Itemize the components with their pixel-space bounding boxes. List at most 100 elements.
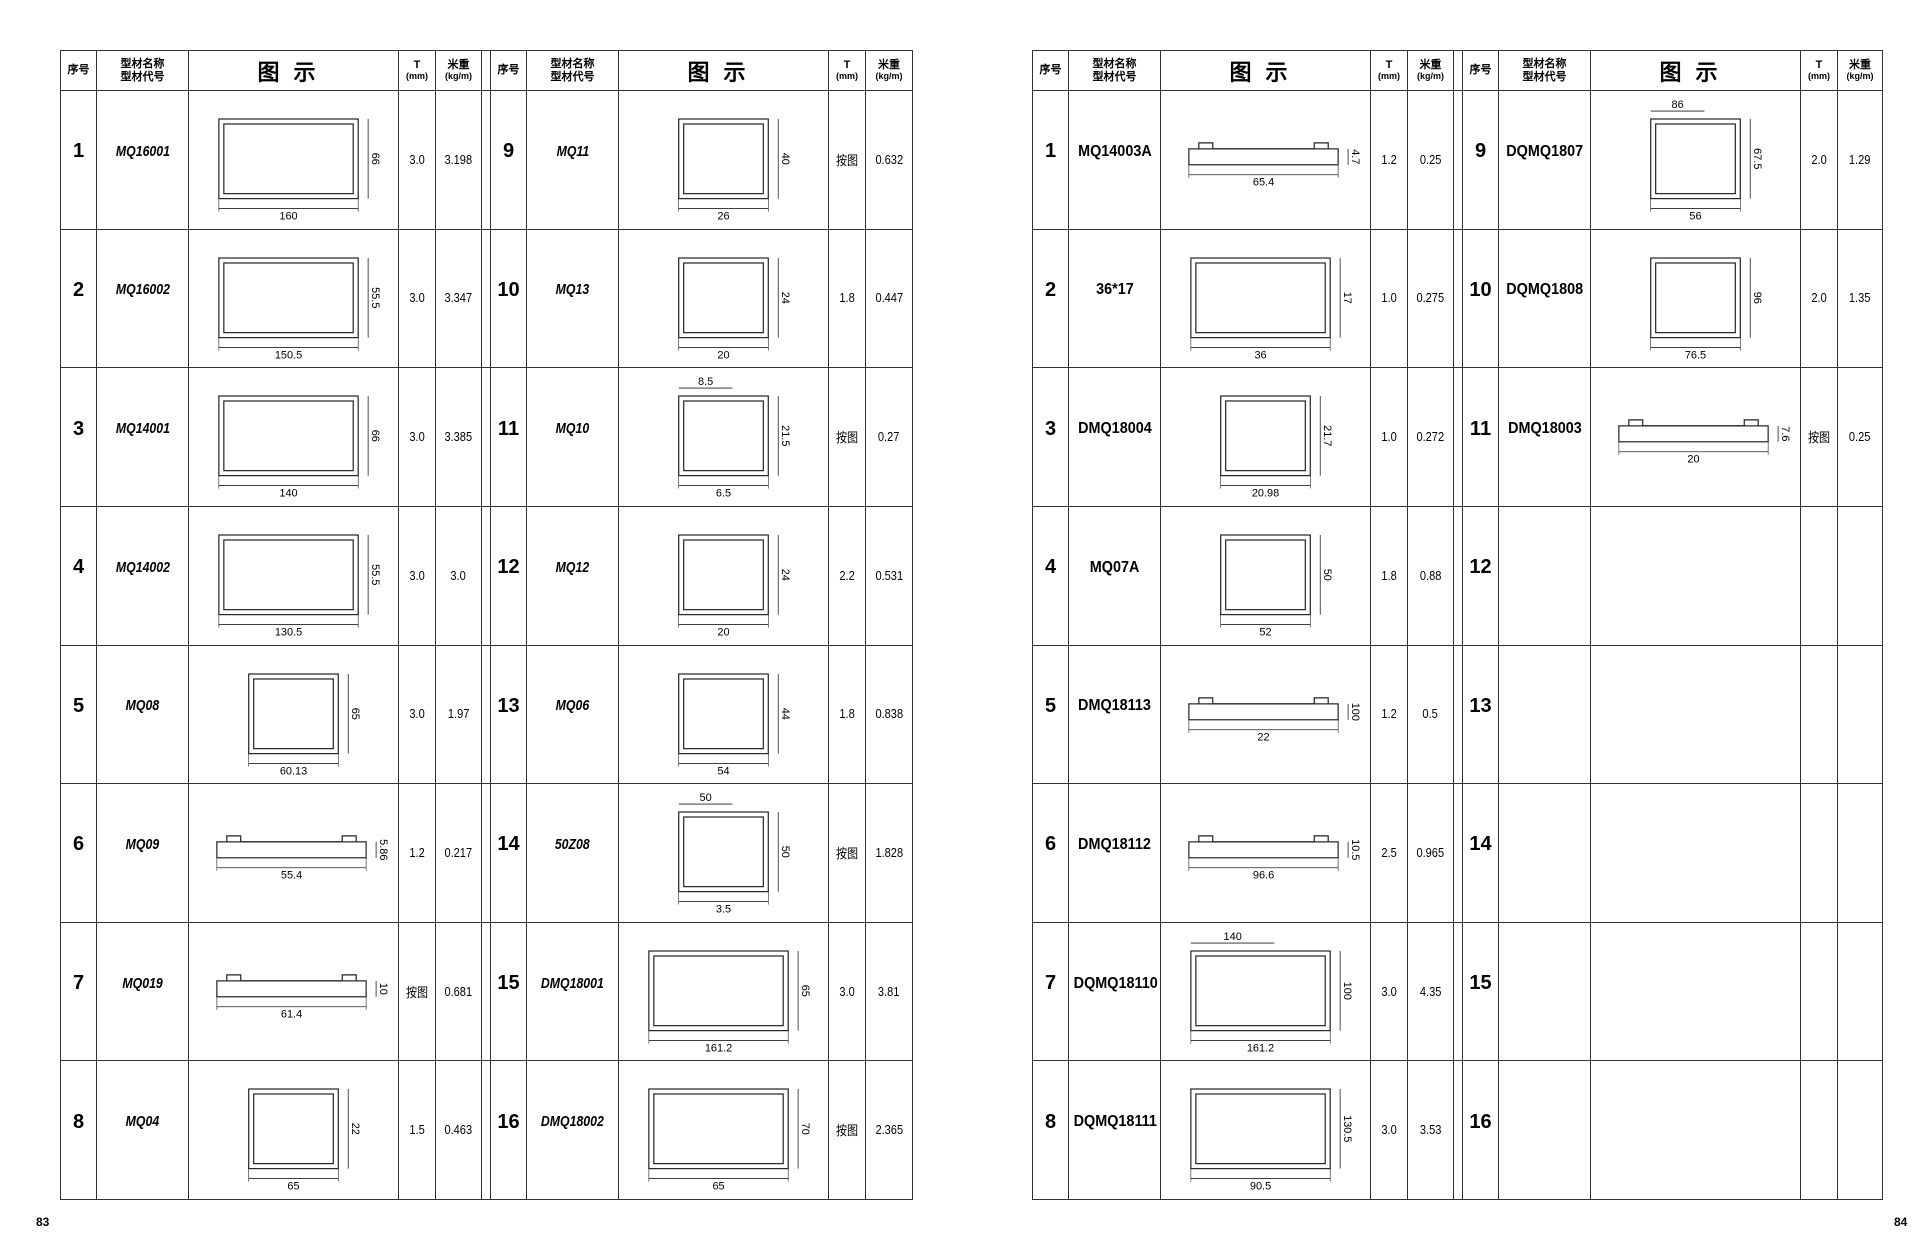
dimension-label-height: 44 (779, 707, 791, 719)
row-thickness (1800, 921, 1838, 1062)
row-seq: 8 (60, 1060, 97, 1200)
row-code: DMQ18004 (1068, 367, 1161, 507)
profile-inner-outline (1655, 262, 1736, 333)
row-seq: 14 (490, 783, 527, 923)
row-seq: 6 (60, 783, 97, 923)
row-seq: 14 (1462, 783, 1499, 923)
profile-outline (218, 534, 359, 616)
profile-outline (1190, 950, 1331, 1031)
header-seq: 序号 (60, 50, 97, 91)
column-gap (481, 90, 491, 230)
row-weight: 0.88 (1407, 505, 1454, 646)
page-number-left: 83 (36, 1215, 50, 1229)
row-seq: 11 (1462, 367, 1499, 507)
header-name: 型材名称型材代号 (1068, 50, 1161, 91)
row-weight: 0.27 (865, 367, 913, 507)
dimension-label-top: 50 (699, 792, 711, 804)
profile-outline (216, 841, 367, 859)
row-thickness: 3.0 (1370, 1060, 1408, 1200)
row-weight: 0.838 (865, 644, 913, 785)
row-seq: 7 (1032, 921, 1069, 1062)
row-thickness: 按图 (398, 921, 436, 1062)
profile-outline (1650, 118, 1741, 200)
dimension-label-width: 161.2 (705, 1042, 732, 1054)
header-name: 型材名称型材代号 (1498, 50, 1591, 91)
row-code: DMQ18112 (1068, 783, 1161, 923)
header-diagram: 图示 (1590, 50, 1801, 91)
row-weight: 4.35 (1407, 921, 1454, 1062)
row-weight (1837, 644, 1883, 785)
column-gap (481, 921, 491, 1062)
row-seq: 2 (60, 228, 97, 369)
catalog-page-83: 序号 型材名称型材代号 图示 T(mm) 米重(kg/m) 序号 型材名称型材代… (60, 50, 913, 1200)
dimension-label-height: 67.5 (1751, 148, 1763, 169)
profile-outline (678, 672, 769, 754)
dimension-label-height: 4.7 (1349, 149, 1361, 164)
dimension-label-width: 56 (1689, 211, 1701, 223)
dimension-label-width: 36 (1254, 349, 1266, 361)
table-header-row: 序号 型材名称型材代号 图示 T(mm) 米重(kg/m) 序号 型材名称型材代… (60, 50, 913, 91)
dimension-label-width: 3.5 (716, 904, 731, 916)
profile-drawing (1591, 1061, 1800, 1199)
dimension-label-height: 100 (1349, 702, 1361, 720)
profile-outline (678, 811, 769, 893)
profile-outline (1190, 257, 1331, 338)
profile-outline (1220, 534, 1311, 616)
profile-lip (1628, 419, 1759, 427)
row-weight (1837, 783, 1883, 923)
dimension-label-width: 90.5 (1250, 1181, 1271, 1193)
dimension-label-height: 65 (349, 707, 361, 719)
row-code (1498, 1060, 1591, 1200)
row-thickness: 3.0 (1370, 921, 1408, 1062)
dimension-label-height: 21.7 (1321, 425, 1333, 446)
profile-outline (218, 118, 359, 200)
dimension-label-height: 22 (349, 1123, 361, 1135)
profile-outline (216, 980, 367, 998)
row-seq: 4 (60, 505, 97, 646)
row-code: MQ019 (96, 921, 189, 1062)
profile-outline (678, 395, 769, 477)
row-thickness (1800, 1060, 1838, 1200)
row-code: MQ12 (526, 505, 619, 646)
profile-drawing: 161.265 (648, 950, 811, 1054)
row-thickness: 3.0 (828, 921, 866, 1062)
profile-drawing: 150.555.5 (218, 257, 381, 361)
row-seq: 8 (1032, 1060, 1069, 1200)
row-weight: 0.447 (865, 228, 913, 369)
dimension-label-height: 50 (1321, 569, 1333, 581)
row-seq: 16 (490, 1060, 527, 1200)
column-gap (1453, 90, 1463, 230)
header-seq: 序号 (1462, 50, 1499, 91)
header-name: 型材名称型材代号 (96, 50, 189, 91)
row-thickness: 2.5 (1370, 783, 1408, 923)
row-thickness: 1.5 (398, 1060, 436, 1200)
row-seq: 10 (1462, 228, 1499, 369)
row-code: 36*17 (1068, 228, 1161, 369)
dimension-label-height: 21.5 (779, 425, 791, 446)
row-weight: 0.275 (1407, 228, 1454, 369)
row-code: MQ16002 (96, 228, 189, 369)
profile-inner-outline (253, 1093, 334, 1165)
row-thickness: 1.2 (398, 783, 436, 923)
profile-inner-outline (683, 262, 764, 333)
row-weight: 1.828 (865, 783, 913, 923)
row-diagram (1590, 783, 1801, 923)
header-diagram: 图示 (188, 50, 399, 91)
row-seq: 12 (490, 505, 527, 646)
dimension-label-height: 70 (799, 1123, 811, 1135)
row-thickness (1800, 783, 1838, 923)
